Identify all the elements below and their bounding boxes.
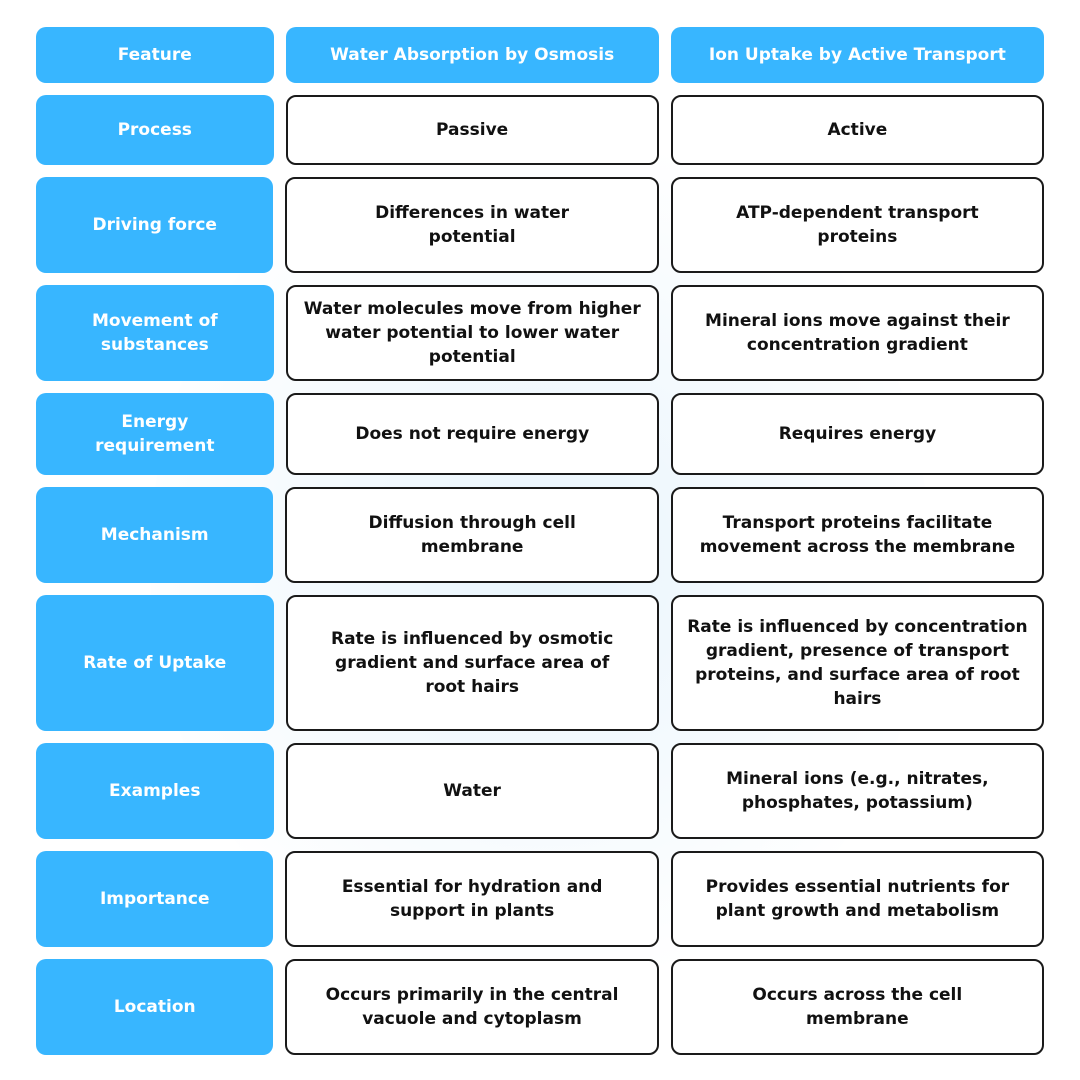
row-label: Movement of substances [36,285,274,381]
active-transport-value: Rate is influenced by concentration grad… [670,595,1045,731]
comparison-table: Feature Water Absorption by Osmosis Ion … [36,27,1045,1055]
osmosis-value: Water molecules move from higher water p… [285,285,659,381]
active-transport-value: Mineral ions (e.g., nitrates, phosphates… [670,743,1044,839]
header-osmosis: Water Absorption by Osmosis [285,27,659,83]
table-row: Rate of Uptake Rate is influenced by osm… [36,595,1045,731]
osmosis-value: Essential for hydration and support in p… [285,851,659,947]
table-row: Movement of substances Water molecules m… [36,285,1044,381]
osmosis-value: Does not require energy [285,393,659,475]
osmosis-value: Passive [285,95,659,165]
table-row: Driving force Differences in water poten… [36,177,1045,273]
active-transport-value: Requires energy [670,393,1045,475]
table-row: Examples Water Mineral ions (e.g., nitra… [36,743,1044,839]
table-row: Mechanism Diffusion through cell membran… [36,487,1044,583]
row-label: Examples [36,743,274,839]
header-feature: Feature [36,27,274,83]
row-label: Importance [36,851,274,947]
table-header-row: Feature Water Absorption by Osmosis Ion … [36,27,1044,83]
osmosis-value: Occurs primarily in the central vacuole … [285,959,659,1055]
active-transport-value: Provides essential nutrients for plant g… [670,851,1044,947]
active-transport-value: Active [670,95,1044,165]
row-label: Rate of Uptake [36,595,274,731]
row-label: Mechanism [36,487,274,583]
table-row: Location Occurs primarily in the central… [36,959,1044,1055]
active-transport-value: ATP-dependent transport proteins [670,177,1045,273]
active-transport-value: Occurs across the cell membrane [670,959,1044,1055]
active-transport-value: Transport proteins facilitate movement a… [670,487,1044,583]
table-row: Importance Essential for hydration and s… [36,851,1044,947]
row-label: Process [36,95,274,165]
active-transport-value: Mineral ions move against their concentr… [670,285,1044,381]
table-row: Process Passive Active [36,95,1044,165]
osmosis-value: Differences in water potential [285,177,659,273]
row-label: Energy requirement [36,393,274,475]
row-label: Driving force [36,177,274,273]
header-active-transport: Ion Uptake by Active Transport [670,27,1044,83]
osmosis-value: Rate is influenced by osmotic gradient a… [285,595,659,731]
table-row: Energy requirement Does not require ener… [36,393,1045,475]
osmosis-value: Water [285,743,659,839]
osmosis-value: Diffusion through cell membrane [285,487,659,583]
row-label: Location [36,959,274,1055]
